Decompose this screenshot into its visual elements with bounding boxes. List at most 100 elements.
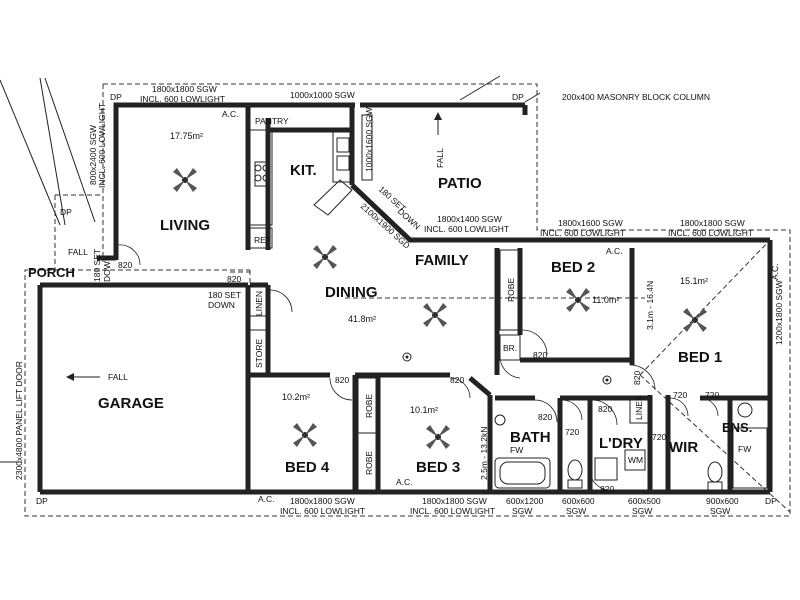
note-toilet-window-1: 600x600 [562,496,595,506]
label-pantry: PANTRY [255,116,289,126]
note-porch-set-2: DOWN [102,255,112,282]
door-width-720: 720 [673,390,687,400]
note-dp-2: DP [512,92,524,102]
note-porch-window-1: 800x2400 SGW [88,125,98,185]
label-fw-ens: FW [738,444,751,454]
room-label-patio: PATIO [438,175,482,192]
area-bed2: 11.0m² [592,295,619,305]
note-toilet-window-2: SGW [566,506,586,516]
note-bed4-window-2: INCL. 600 LOWLIGHT [280,506,365,516]
note-dining-set-2: DOWN [208,300,235,310]
exterior-walls [37,102,773,495]
note-ac-5: A.C. [396,477,413,487]
door-width-720: 720 [705,390,719,400]
door-width-820: 820 [533,350,547,360]
note-bed3-window-2: INCL. 600 LOWLIGHT [410,506,495,516]
room-label-bed4: BED 4 [285,459,330,476]
kitchen-benches [249,114,373,249]
room-label-kit: KIT. [290,162,317,179]
fan-icon [423,303,447,327]
note-dp-3: DP [60,207,72,217]
label-fw-bath: FW [510,445,523,455]
note-porch-fall: FALL [68,247,88,257]
note-ens-window-2: SGW [710,506,730,516]
note-dp-4: DP [36,496,48,506]
area-bed1: 15.1m² [680,276,708,286]
note-ens-window-1: 900x600 [706,496,739,506]
door-width-820: 820 [538,412,552,422]
ceiling-fans [173,168,707,449]
label-robe-bed3: ROBE [364,451,374,475]
door-width-820: 820 [600,484,614,494]
door-width-720: 720 [652,432,666,442]
door-width-820: 820 [335,375,349,385]
room-label-wir: WIR [669,439,698,456]
leader-lines [0,75,541,226]
fan-icon [683,308,707,332]
note-ac-2: A.C. [606,246,623,256]
note-living-window-2: INCL. 600 LOWLIGHT [140,94,225,104]
door-width-820: 820 [598,404,612,414]
note-ac-4: A.C. [258,494,275,504]
area-dining: 41.8m² [348,314,376,324]
room-label-garage: GARAGE [98,395,164,412]
label-robe-bed4: ROBE [364,394,374,418]
note-column: 200x400 MASONRY BLOCK COLUMN [562,92,710,102]
smoke-detector-icon [402,352,612,385]
room-label-ldry: L'DRY [599,435,643,452]
label-br: BR. [503,343,517,353]
room-label-living: LIVING [160,217,210,234]
fan-icon [566,288,590,312]
area-living: 17.75m² [170,131,203,141]
note-dining-set-1: 180 SET [208,290,241,300]
label-linen-1: LINEN [254,291,264,316]
note-porch-window-2: INCL. 600 LOWLIGHT [97,103,107,188]
note-family-window-2: INCL. 600 LOWLIGHT [424,224,509,234]
room-label-bed1: BED 1 [678,349,722,366]
note-family-window-1: 1800x1400 SGW [437,214,502,224]
label-robe-bed2: ROBE [506,278,516,302]
label-ref: REF [254,235,271,245]
door-width-820: 820 [118,260,132,270]
fan-icon [293,423,317,447]
note-bed1-dim: 3.1m - 16.4N [645,281,655,330]
fall-arrow-icon [0,112,442,463]
label-store: STORE [254,339,264,368]
area-bed3: 10.1m² [410,405,438,415]
note-bed2-window-2: INCL. 600 LOWLIGHT [540,228,625,238]
room-label-bath: BATH [510,429,551,446]
note-bed1-window-1: 1800x1800 SGW [680,218,745,228]
label-linen-2: LINEN [634,395,644,420]
note-bath-window-1: 600x1200 [506,496,544,506]
note-ldry-window-1: 600x500 [628,496,661,506]
bath-fixtures [494,402,768,491]
note-patio-fall: FALL [435,148,445,168]
room-label-bed2: BED 2 [551,259,595,276]
fan-icon [426,425,450,449]
door-width-820: 820 [632,371,642,385]
note-patio-side: 1000x1600 SGW [364,107,374,172]
door-width-820: 820 [450,375,464,385]
robes-and-storage [249,249,649,491]
fan-icon [313,245,337,269]
room-label-bed3: BED 3 [416,459,460,476]
note-bath-window-2: SGW [512,506,532,516]
note-bed3-dim: 2.5m - 13.2kN [479,427,489,480]
note-bed4-window-1: 1800x1800 SGW [290,496,355,506]
note-ac-1: A.C. [222,109,239,119]
room-label-porch: PORCH [28,265,75,280]
label-wm: WM [628,455,643,465]
note-porch-set-1: 180 SET [92,249,102,282]
note-kit-window: 1000x1000 SGW [290,90,355,100]
note-garage-door: 2300x4800 PANEL LIFT DOOR [14,361,24,480]
area-bed4: 10.2m² [282,392,310,402]
fan-icon [173,168,197,192]
roofline-dashed [24,83,791,517]
room-label-dining: DINING [325,284,378,301]
note-bed2-window-1: 1800x1600 SGW [558,218,623,228]
note-dp-1: DP [110,92,122,102]
room-label-ens: ENS. [722,420,752,435]
door-width-720: 720 [565,427,579,437]
note-bed1-side: 1200x1800 SGW [774,280,784,345]
note-bed3-window-1: 1800x1800 SGW [422,496,487,506]
